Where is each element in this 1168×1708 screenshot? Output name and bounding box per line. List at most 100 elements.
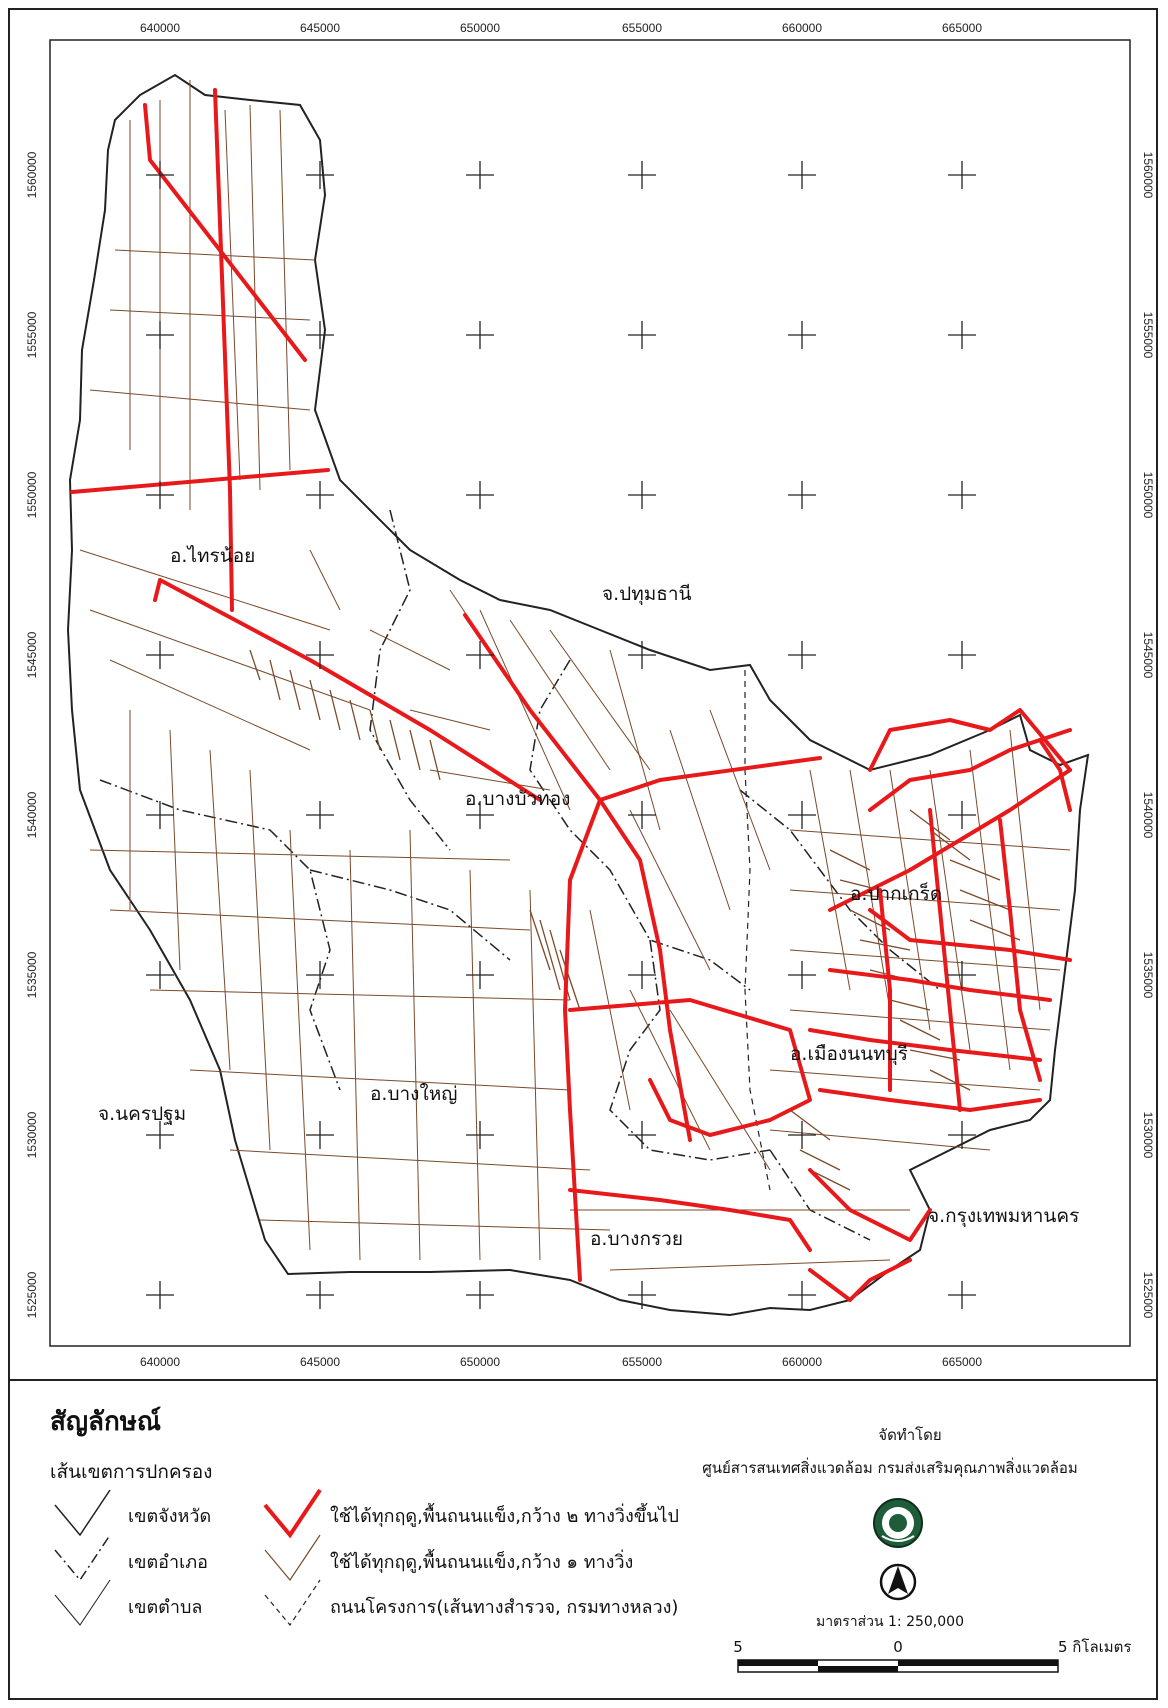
place-label-nakhonpathom: จ.นครปฐม (98, 1103, 186, 1125)
grid-cross (628, 801, 656, 829)
grid-cross (788, 321, 816, 349)
grid-cross (788, 481, 816, 509)
scale-mid-label: 0 (893, 1638, 903, 1656)
grid-cross (628, 321, 656, 349)
x-tick-label: 645000 (300, 1355, 340, 1369)
y-tick-label: 1550000 (25, 471, 39, 518)
legend-project-road-symbol (264, 1579, 321, 1627)
place-label-pakkret: อ.ปากเกร็ด (850, 881, 942, 905)
grid-cross (628, 481, 656, 509)
minor-roads (79, 80, 1071, 1271)
north-arrow-icon (879, 1563, 917, 1601)
legend-district-label: เขตอำเภอ (128, 1552, 208, 1573)
place-labels: อ.ไทรน้อย จ.ปทุมธานี อ.บางบัวทอง อ.ปากเก… (98, 545, 1079, 1250)
grid-cross (788, 1121, 816, 1149)
place-label-bangyai: อ.บางใหญ่ (370, 1083, 457, 1105)
grid-cross (628, 641, 656, 669)
x-tick-label: 645000 (300, 21, 340, 35)
grid-cross (466, 161, 494, 189)
y-tick-label: 1540000 (25, 791, 39, 838)
grid-cross (466, 321, 494, 349)
x-axis-top: 640000 645000 650000 655000 660000 66500… (140, 21, 982, 35)
grid-cross (948, 481, 976, 509)
grid-cross (146, 481, 174, 509)
scale-left-label: 5 (733, 1638, 743, 1656)
legend-major-road-label: ใช้ได้ทุกฤดู,พื้นถนนแข็ง,กว้าง ๒ ทางวิ่ง… (330, 1503, 679, 1527)
x-tick-label: 650000 (460, 21, 500, 35)
y-tick-label: 1525000 (1141, 1272, 1155, 1319)
x-tick-label: 665000 (942, 21, 982, 35)
y-tick-label: 1555000 (1141, 312, 1155, 359)
grid-cross (788, 1281, 816, 1309)
x-tick-label: 660000 (782, 1355, 822, 1369)
place-label-bangkok: จ.กรุงเทพมหานคร (928, 1205, 1079, 1228)
legend-province-symbol (54, 1489, 111, 1537)
place-label-bangbuathong: อ.บางบัวทอง (465, 788, 570, 810)
legend-admin-heading: เส้นเขตการปกครอง (50, 1461, 212, 1483)
y-tick-label: 1535000 (1141, 952, 1155, 999)
legend-major-road-symbol (263, 1488, 322, 1539)
y-tick-label: 1535000 (25, 951, 39, 998)
major-roads (70, 88, 1072, 1302)
grid-cross (146, 1281, 174, 1309)
prepared-by-label: จัดทำโดย (878, 1426, 941, 1444)
legend-subdistrict-label: เขตตำบล (128, 1597, 202, 1618)
scale-bar (737, 1659, 1059, 1673)
map-canvas: 640000 645000 650000 655000 660000 66500… (10, 21, 1156, 1673)
grid-cross (948, 321, 976, 349)
grid-cross (788, 641, 816, 669)
grid-cross (466, 641, 494, 669)
grid-cross (628, 161, 656, 189)
grid-cross (788, 161, 816, 189)
y-tick-label: 1525000 (25, 1271, 39, 1318)
place-label-pathumthani: จ.ปทุมธานี (602, 583, 692, 606)
grid-cross (948, 1121, 976, 1149)
grid-cross (146, 641, 174, 669)
legend: สัญลักษณ์ เส้นเขตการปกครอง เขตจังหวัด เข… (50, 1406, 1131, 1673)
grid-cross (306, 1121, 334, 1149)
x-tick-label: 640000 (140, 1355, 180, 1369)
grid-cross (146, 961, 174, 989)
grid-cross (466, 1281, 494, 1309)
grid-cross (146, 801, 174, 829)
legend-province-label: เขตจังหวัด (128, 1506, 211, 1527)
legend-minor-road-label: ใช้ได้ทุกฤดู,พื้นถนนแข็ง,กว้าง ๑ ทางวิ่ง (330, 1549, 633, 1573)
grid-cross (306, 161, 334, 189)
x-tick-label: 640000 (140, 21, 180, 35)
grid-cross (628, 1281, 656, 1309)
grid-cross (788, 961, 816, 989)
grid-cross (788, 801, 816, 829)
y-tick-label: 1560000 (25, 151, 39, 198)
place-label-bangkruai: อ.บางกรวย (590, 1228, 683, 1250)
x-tick-label: 655000 (622, 1355, 662, 1369)
legend-minor-road-symbol (264, 1534, 321, 1582)
grid-cross (306, 641, 334, 669)
grid-cross (146, 161, 174, 189)
grid-crosses (146, 161, 976, 1309)
grid-cross (306, 481, 334, 509)
y-tick-label: 1545000 (1141, 632, 1155, 679)
grid-cross (306, 801, 334, 829)
y-tick-label: 1550000 (1141, 472, 1155, 519)
place-label-muang: อ.เมืองนนทบุรี (790, 1043, 908, 1066)
grid-cross (466, 801, 494, 829)
y-tick-label: 1530000 (1141, 1112, 1155, 1159)
province-boundary (66, 73, 1090, 1317)
x-tick-label: 660000 (782, 21, 822, 35)
grid-cross (948, 961, 976, 989)
grid-cross (948, 161, 976, 189)
agency-logo (873, 1498, 923, 1548)
grid-cross (628, 961, 656, 989)
grid-cross (948, 1281, 976, 1309)
y-tick-label: 1530000 (25, 1111, 39, 1158)
grid-cross (306, 961, 334, 989)
y-tick-label: 1540000 (1141, 792, 1155, 839)
agency-label: ศูนย์สารสนเทศสิ่งแวดล้อม กรมส่งเสริมคุณภ… (702, 1457, 1078, 1478)
legend-district-symbol (54, 1534, 111, 1582)
scale-right-label: 5 กิโลเมตร (1058, 1638, 1131, 1656)
legend-subdistrict-symbol (54, 1579, 111, 1626)
grid-cross (948, 641, 976, 669)
grid-cross (146, 1121, 174, 1149)
grid-cross (466, 481, 494, 509)
grid-cross (466, 961, 494, 989)
